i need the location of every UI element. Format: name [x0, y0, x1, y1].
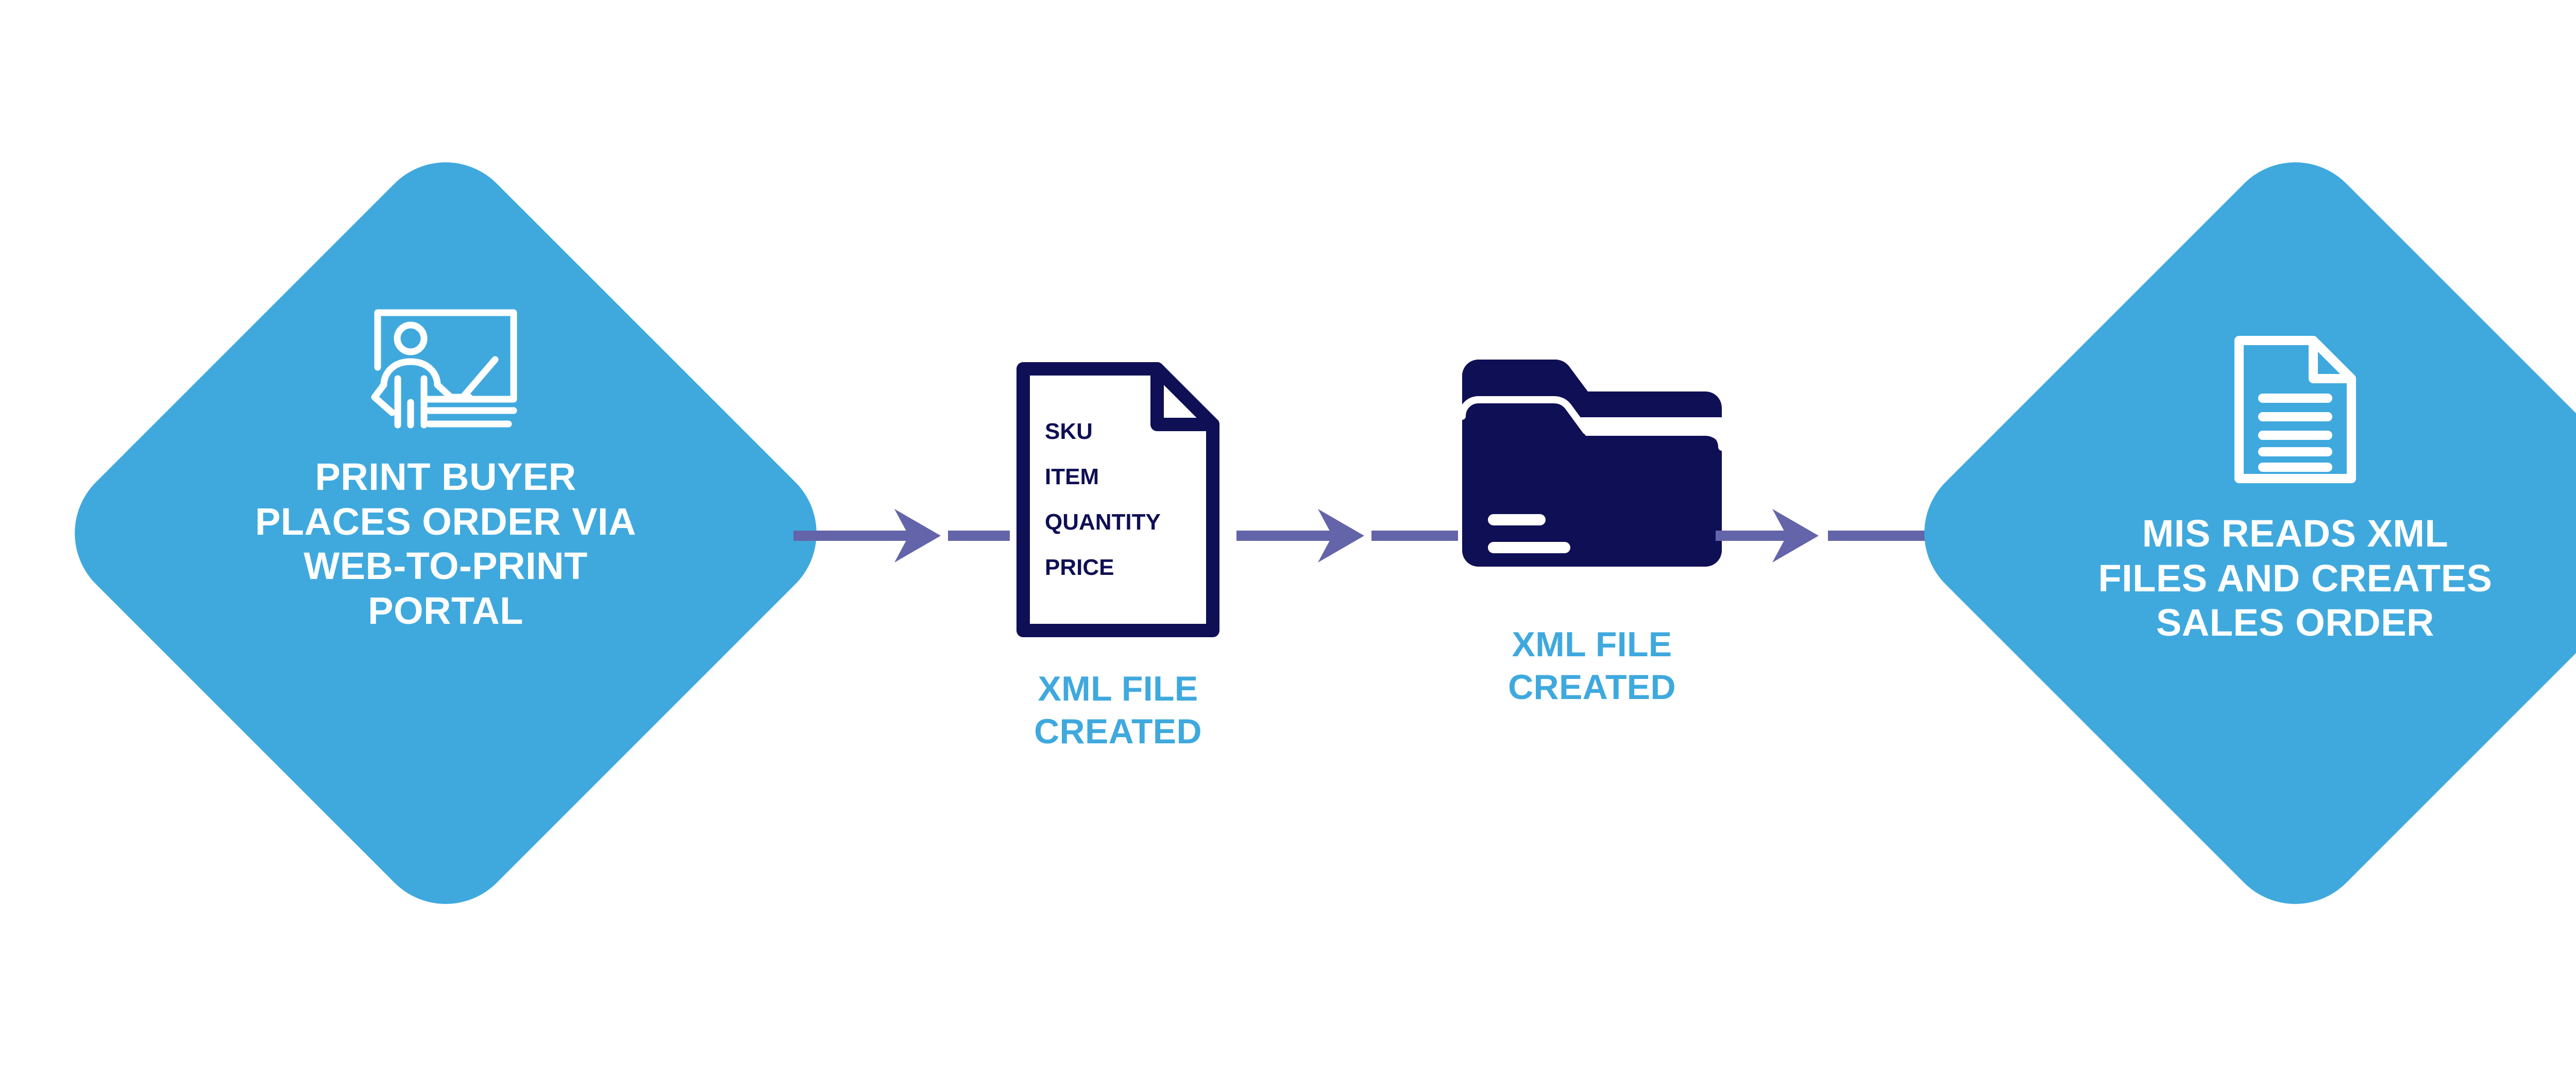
arrow-xml-file-to-folder	[1236, 509, 1458, 563]
folder-tab-divider	[1459, 396, 1725, 451]
folder-icon	[1458, 355, 1726, 572]
folder-front	[1462, 405, 1722, 567]
document-field-price: PRICE	[1045, 555, 1114, 580]
arrow-folder-to-mis	[1716, 509, 1937, 563]
arrow-right-icon	[1772, 509, 1819, 563]
node-xml-folder-caption: XML FILE CREATED	[1508, 625, 1676, 707]
node-xml-file-caption: XML FILE CREATED	[1034, 669, 1202, 751]
node-print-buyer-content: PRINT BUYER PLACES ORDER VIA WEB-TO-PRIN…	[142, 301, 750, 633]
arrow-right-icon	[1318, 509, 1364, 563]
node-mis[interactable]: MIS READS XML FILES AND CREATES SALES OR…	[1893, 131, 2576, 935]
node-mis-label: MIS READS XML FILES AND CREATES SALES OR…	[2098, 512, 2493, 644]
arrow-buyer-to-xml-file	[793, 509, 1010, 563]
presenter-whiteboard-icon	[368, 301, 523, 430]
node-print-buyer[interactable]: PRINT BUYER PLACES ORDER VIA WEB-TO-PRIN…	[44, 131, 848, 935]
arrow-right-icon	[894, 509, 941, 563]
arrow-shaft	[1236, 531, 1345, 541]
arrow-shaft	[793, 531, 922, 541]
arrow-shaft	[1716, 531, 1798, 541]
node-mis-content: MIS READS XML FILES AND CREATES SALES OR…	[1991, 332, 2576, 645]
lined-document-icon	[2231, 332, 2360, 487]
node-print-buyer-label: PRINT BUYER PLACES ORDER VIA WEB-TO-PRIN…	[255, 455, 636, 632]
folder-line-1	[1488, 514, 1546, 525]
arrow-shaft-tail	[1828, 531, 1937, 541]
arrow-shaft-tail	[948, 531, 1010, 541]
document-field-list: SKU ITEM QUANTITY PRICE	[1045, 420, 1161, 579]
document-field-item: ITEM	[1045, 464, 1099, 489]
node-xml-folder[interactable]: XML FILE CREATED	[1422, 355, 1762, 709]
document-field-quantity: QUANTITY	[1045, 509, 1161, 535]
folder-line-2	[1488, 542, 1570, 553]
document-field-sku: SKU	[1045, 419, 1093, 444]
document-file-icon: SKU ITEM QUANTITY PRICE	[1010, 355, 1226, 644]
node-xml-file[interactable]: SKU ITEM QUANTITY PRICE XML FILE CREATED	[948, 355, 1288, 753]
arrow-shaft-tail	[1371, 531, 1458, 541]
